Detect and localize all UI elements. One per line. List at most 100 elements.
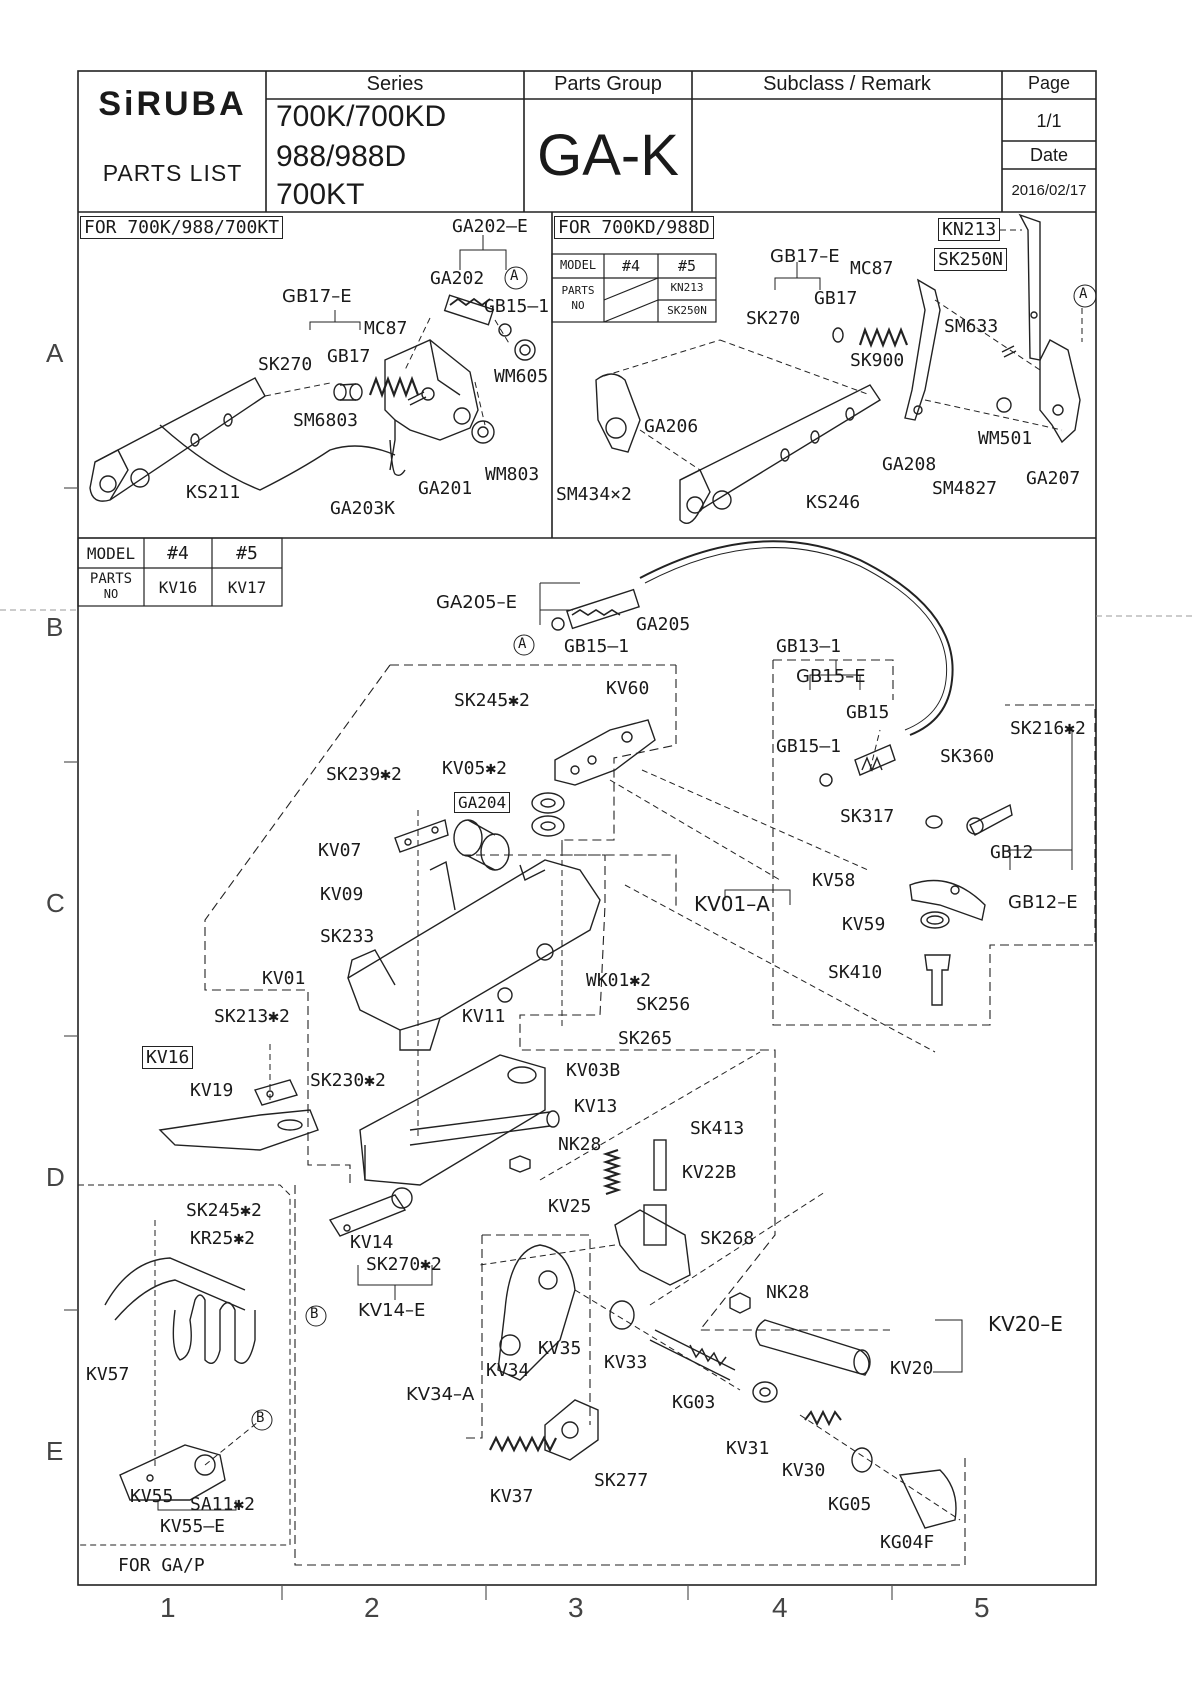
part-label: GA208 — [882, 454, 937, 475]
part-label: WM605 — [494, 366, 549, 387]
circle-marker: A — [510, 268, 519, 284]
model-table-top-no: NO — [571, 299, 585, 312]
part-label: KV58 — [812, 870, 856, 891]
model-table-mid-col4: #4 — [167, 543, 189, 564]
model-table-top-v5b: SK250N — [667, 304, 707, 317]
part-label: KV11 — [462, 1006, 506, 1027]
subclass-label: Subclass / Remark — [763, 73, 931, 95]
col-mark-4: 4 — [772, 1592, 788, 1623]
model-table-mid-parts: PARTS — [89, 571, 133, 587]
part-label: GB15–1 — [776, 736, 842, 757]
part-label: SK277 — [594, 1470, 649, 1491]
part-label: SK413 — [690, 1118, 745, 1139]
part-label: KV03B — [566, 1060, 621, 1081]
circle-marker: B — [310, 1306, 319, 1322]
part-label: KV14–E — [358, 1300, 426, 1321]
model-table-mid-model: MODEL — [86, 544, 136, 563]
part-label: SM6803 — [293, 410, 359, 431]
part-label: KV33 — [604, 1352, 648, 1373]
part-label: KV14 — [350, 1232, 394, 1253]
series-value-2: 988/988D — [276, 140, 407, 173]
part-label: KV35 — [538, 1338, 582, 1359]
row-mark-a: A — [46, 338, 64, 368]
part-label: SK265 — [618, 1028, 673, 1049]
part-label: WM803 — [485, 464, 540, 485]
col-mark-1: 1 — [160, 1592, 176, 1623]
part-label: KV31 — [726, 1438, 770, 1459]
part-label: SK216✱2 — [1010, 718, 1086, 739]
part-label: WK01✱2 — [586, 970, 652, 991]
parts-list-title: PARTS LIST — [102, 160, 243, 186]
part-label: GB12 — [990, 842, 1034, 863]
part-label: SK245✱2 — [454, 690, 530, 711]
col-mark-5: 5 — [974, 1592, 990, 1623]
part-label: KV55 — [130, 1486, 174, 1507]
part-label: KV59 — [842, 914, 886, 935]
row-mark-e: E — [46, 1436, 64, 1466]
part-label: KS246 — [806, 492, 861, 513]
row-mark-d: D — [46, 1162, 65, 1192]
part-label: SK900 — [850, 350, 905, 371]
part-label: KV60 — [606, 678, 650, 699]
part-label: SK213✱2 — [214, 1006, 290, 1027]
part-label: WM501 — [978, 428, 1033, 449]
part-label: SK317 — [840, 806, 895, 827]
part-label: MC87 — [364, 318, 408, 339]
model-table-top-parts: PARTS — [561, 284, 595, 297]
part-label: KV07 — [318, 840, 362, 861]
part-label: KV34 — [486, 1360, 530, 1381]
part-label: KV37 — [490, 1486, 534, 1507]
model-table-mid-v5: KV17 — [227, 578, 267, 597]
part-label: GB17 — [327, 346, 371, 367]
part-label: KV01–A — [694, 892, 770, 916]
part-label: SK239✱2 — [326, 764, 402, 785]
part-label: SK270 — [746, 308, 801, 329]
part-label: GB17 — [814, 288, 858, 309]
part-label: SK410 — [828, 962, 883, 983]
part-label: KV20 — [890, 1358, 934, 1379]
model-table-mid-no: NO — [103, 587, 119, 601]
part-label: KG05 — [828, 1494, 872, 1515]
part-label: GA203K — [330, 498, 396, 519]
brand-logo: SiRUBA — [98, 85, 247, 123]
date-value: 2016/02/17 — [1011, 182, 1087, 199]
part-label: KV22B — [682, 1162, 737, 1183]
part-label: SK360 — [940, 746, 995, 767]
part-label: SM4827 — [932, 478, 998, 499]
model-table-mid-v4: KV16 — [158, 578, 198, 597]
part-label: SM434×2 — [556, 484, 632, 505]
part-label: KV57 — [86, 1364, 130, 1385]
panel-title-right: FOR 700KD/988D — [554, 216, 714, 239]
part-label: SK256 — [636, 994, 691, 1015]
col-mark-3: 3 — [568, 1592, 584, 1623]
part-label: GA205–E — [436, 592, 517, 613]
part-label: KV30 — [782, 1460, 826, 1481]
part-label: SK230✱2 — [310, 1070, 386, 1091]
part-label: GB13–1 — [776, 636, 842, 657]
part-label: KS211 — [186, 482, 241, 503]
part-label: KV01 — [262, 968, 306, 989]
series-value-1: 700K/700KD — [276, 100, 447, 133]
series-value-3: 700KT — [276, 178, 365, 211]
part-label: SK233 — [320, 926, 375, 947]
part-label: KG03 — [672, 1392, 716, 1413]
circle-marker: A — [1079, 286, 1088, 302]
part-label: KV19 — [190, 1080, 234, 1101]
part-label: KV20–E — [988, 1312, 1063, 1336]
col-mark-2: 2 — [364, 1592, 380, 1623]
part-label: GB12–E — [1008, 892, 1078, 913]
circle-marker: A — [518, 636, 527, 652]
part-label: GA202 — [430, 268, 485, 289]
part-label: KR25✱2 — [190, 1228, 256, 1249]
panel-title-left: FOR 700K/988/700KT — [80, 216, 284, 239]
row-mark-b: B — [46, 612, 64, 642]
page-number: 1/1 — [1036, 111, 1062, 131]
model-table-mid-col5: #5 — [236, 543, 258, 564]
part-label: GB17–E — [770, 246, 840, 267]
part-label: GB15–E — [796, 666, 866, 687]
part-label: KV25 — [548, 1196, 592, 1217]
part-label: MC87 — [850, 258, 894, 279]
part-label: SK250N — [934, 248, 1008, 271]
part-label: KV16 — [142, 1046, 194, 1069]
